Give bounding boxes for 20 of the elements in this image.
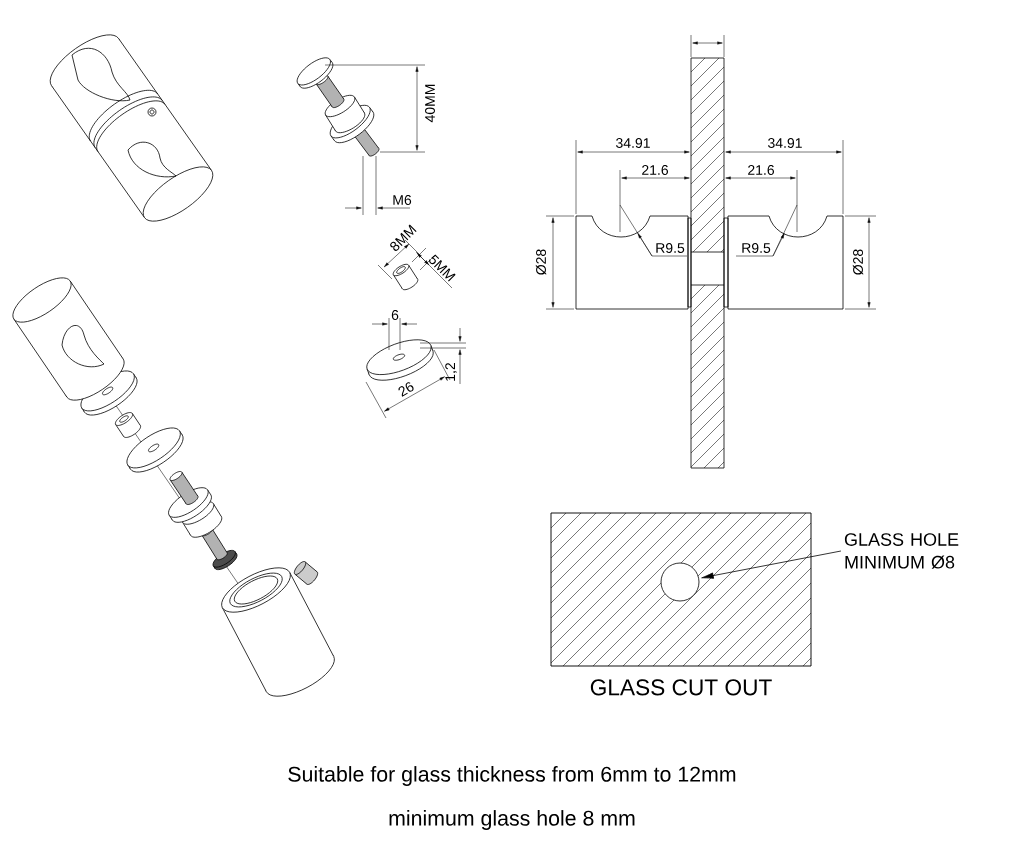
callout-text: GLASS HOLE MINIMUM Ø8 (844, 533, 959, 569)
dimension-text: M6 (393, 195, 412, 205)
dimension-text: 40MM (425, 84, 435, 123)
dimension-text: R9.5 (656, 243, 685, 253)
caption-text: minimum glass hole 8 mm (389, 810, 635, 830)
dimension-text: Ø28 (535, 249, 547, 275)
dimension-text: R9.5 (742, 243, 771, 253)
leader-line (701, 550, 842, 579)
dimension-text: 34.91 (616, 138, 650, 148)
dimension-text: Ø28 (852, 249, 864, 275)
dimension-text: 26 (398, 382, 414, 397)
dimension-text: 21.6 (642, 165, 668, 175)
dimension-text: 21.6 (748, 165, 774, 175)
dimension-text: 1,2 (445, 363, 457, 381)
glass-hole-circle (660, 562, 700, 602)
dimension-text: 6 (391, 310, 399, 320)
dimension-text: 34.91 (768, 138, 802, 148)
caption-text: Suitable for glass thickness from 6mm to 12mm (288, 766, 736, 786)
glass-panel: GLASS CUT OUT (550, 512, 812, 696)
node-label: GLASS CUT OUT (590, 679, 772, 696)
